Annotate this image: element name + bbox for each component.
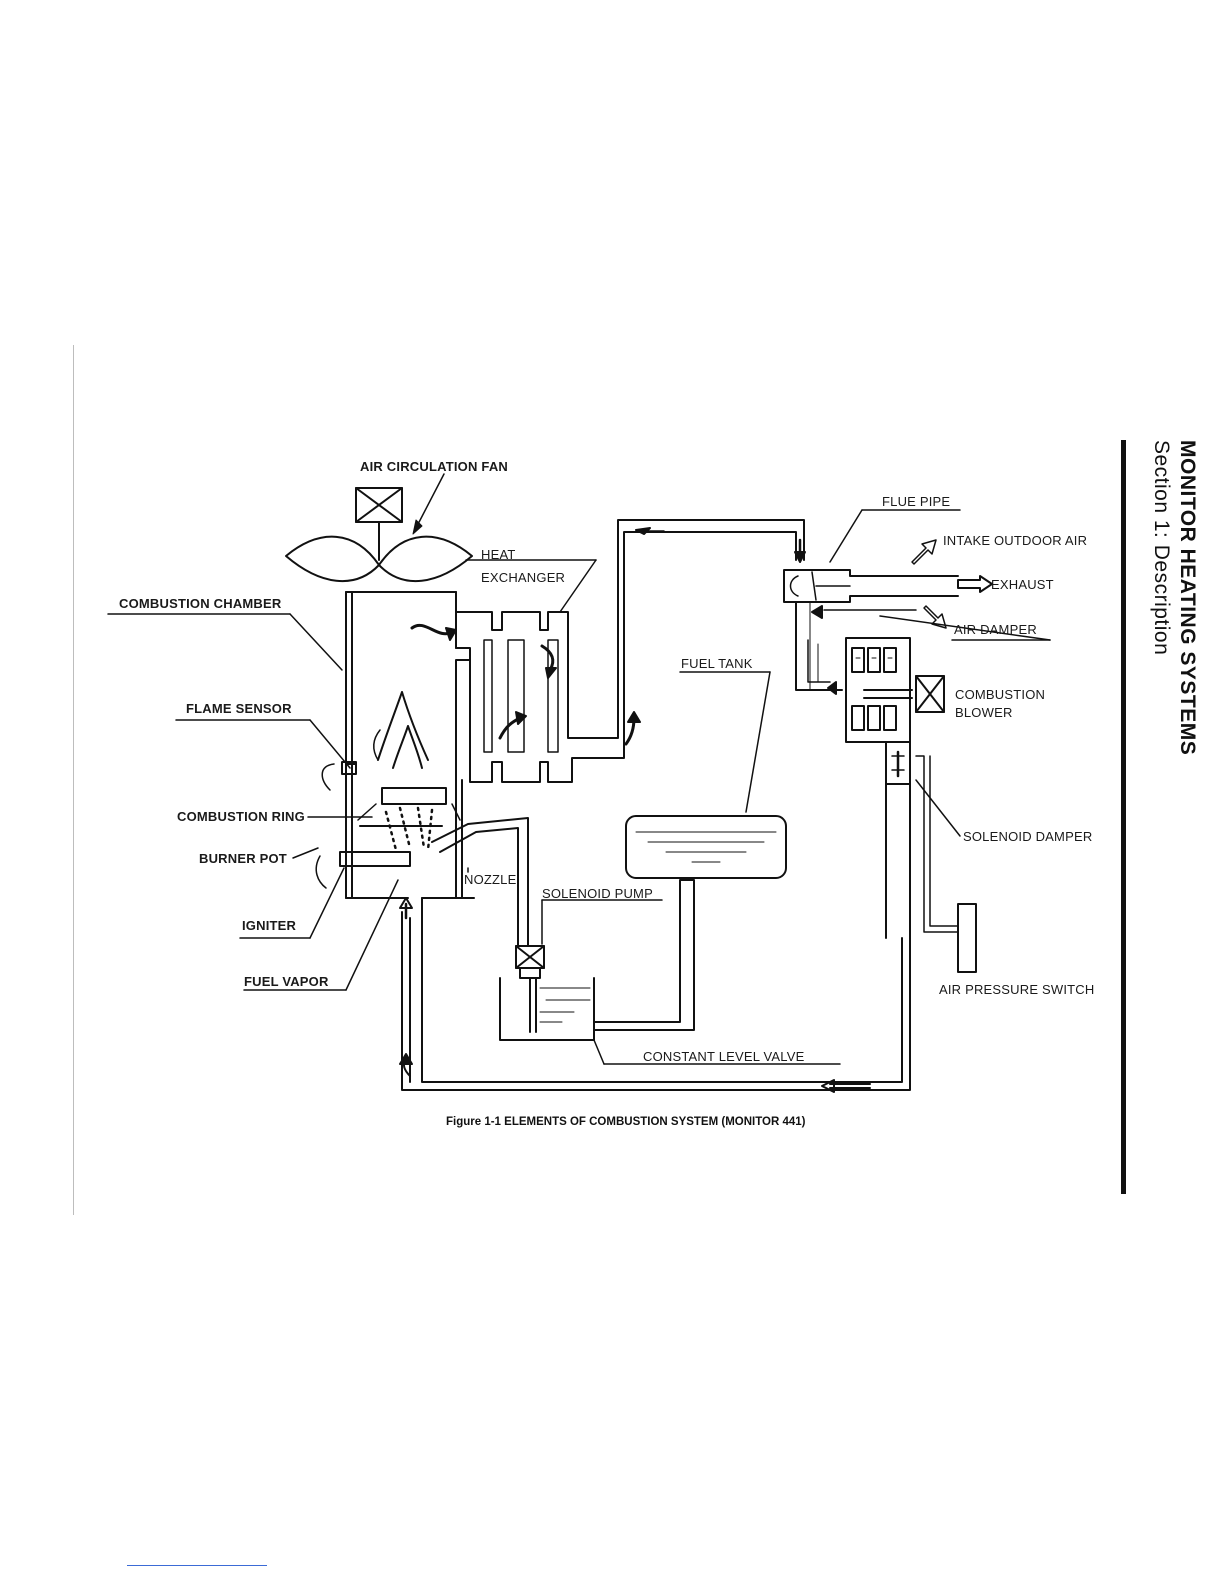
- label-flame-sensor: FLAME SENSOR: [186, 701, 292, 716]
- label-heat: HEAT: [481, 547, 516, 562]
- side-header: MONITOR HEATING SYSTEMS Section 1: Descr…: [1140, 440, 1200, 800]
- label-nozzle: NOZZLE: [464, 872, 517, 887]
- label-combustion-ring: COMBUSTION RING: [177, 809, 305, 824]
- label-exchanger: EXCHANGER: [481, 570, 566, 585]
- burner-assembly: [175, 691, 461, 991]
- label-flue-pipe: FLUE PIPE: [882, 494, 951, 509]
- label-air-damper: AIR DAMPER: [954, 622, 1037, 637]
- combustion-blower: [845, 637, 945, 743]
- flue-pipe-assembly: [783, 509, 1051, 695]
- label-air-circulation-fan: AIR CIRCULATION FAN: [360, 459, 508, 474]
- side-header-title: MONITOR HEATING SYSTEMS: [1176, 440, 1199, 756]
- label-intake-outdoor-air: INTAKE OUTDOOR AIR: [943, 533, 1088, 548]
- label-air-pressure-switch: AIR PRESSURE SWITCH: [939, 982, 1095, 997]
- label-fuel-vapor: FUEL VAPOR: [244, 974, 329, 989]
- label-solenoid-damper: SOLENOID DAMPER: [963, 829, 1093, 844]
- page-margin-line: [73, 345, 74, 1215]
- return-air-loop: [399, 897, 911, 1093]
- combustion-chamber: [107, 591, 475, 899]
- label-solenoid-pump: SOLENOID PUMP: [542, 886, 653, 901]
- label-exhaust: EXHAUST: [991, 577, 1054, 592]
- side-header-rule: [1121, 440, 1126, 1194]
- fuel-tank: [625, 671, 787, 879]
- label-blower: BLOWER: [955, 705, 1013, 720]
- air-circulation-fan: [285, 473, 473, 583]
- label-igniter: IGNITER: [242, 918, 297, 933]
- label-constant-level-valve: CONSTANT LEVEL VALVE: [643, 1049, 805, 1064]
- heat-exchanger: [410, 519, 806, 783]
- figure-caption: Figure 1-1 ELEMENTS OF COMBUSTION SYSTEM…: [446, 1116, 806, 1128]
- nozzle-line: [431, 817, 529, 947]
- solenoid-pump: [499, 879, 841, 1065]
- label-combustion-chamber: COMBUSTION CHAMBER: [119, 596, 282, 611]
- solenoid-damper: [885, 741, 961, 939]
- label-fuel-tank: FUEL TANK: [681, 656, 753, 671]
- side-header-subtitle: Section 1: Description: [1150, 440, 1173, 656]
- air-pressure-switch: [915, 755, 977, 973]
- label-burner-pot: BURNER POT: [199, 851, 287, 866]
- page-bottom-rule: [127, 1565, 267, 1566]
- label-combustion: COMBUSTION: [955, 687, 1046, 702]
